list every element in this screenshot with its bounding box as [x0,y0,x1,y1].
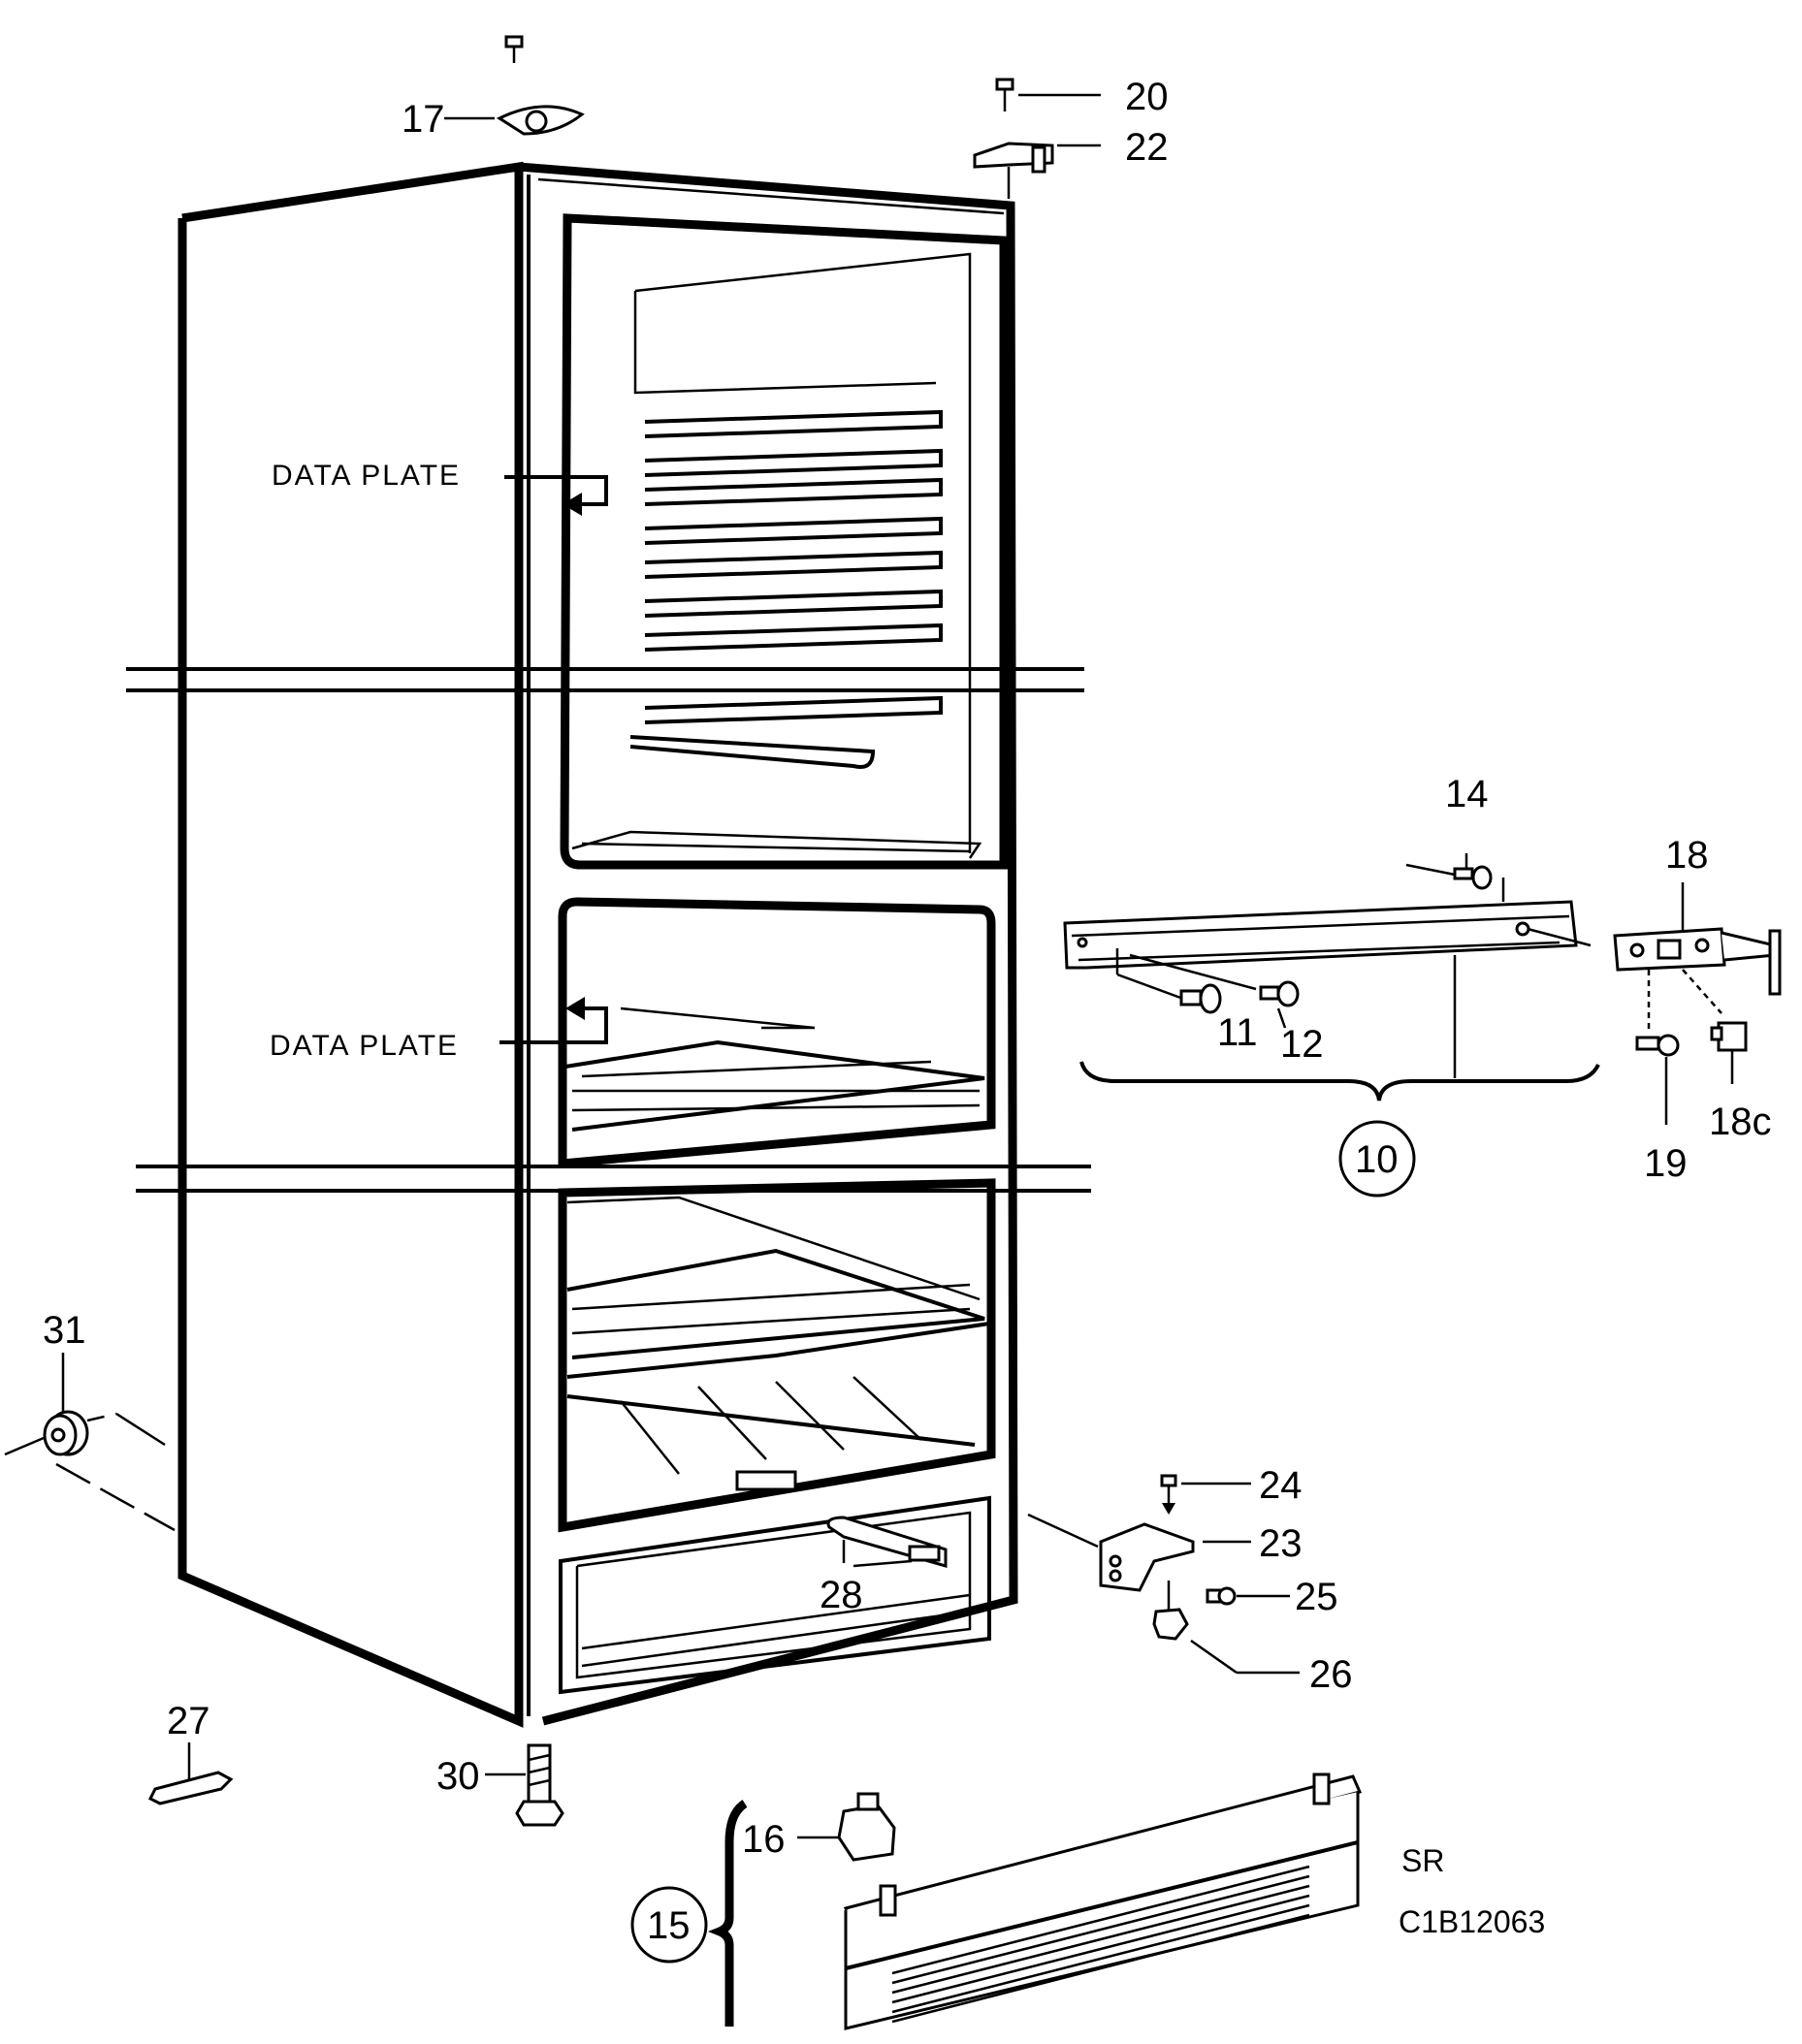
label-20: 20 [1125,76,1169,118]
part-12-screw [1129,953,1300,1029]
data-plate-label-upper: DATA PLATE [272,460,461,492]
label-31: 31 [43,1309,86,1352]
part-27-wrench [147,1742,234,1805]
part-16-clip [797,1792,896,1862]
part-18-door-hinge [1613,882,1782,1033]
part-28-drawer-slide [826,1516,948,1568]
data-plate-arrows [499,475,608,1044]
label-23: 23 [1259,1522,1303,1565]
part-11-screw [1115,948,1222,1014]
part-31-wheel [4,1353,176,1532]
part-19-screw [1635,1034,1680,1125]
part-15-kick-plate-grille [707,1773,1363,2030]
part-14-pin [1405,853,1493,890]
label-14: 14 [1445,773,1489,815]
label-17: 17 [402,98,445,141]
label-27: 27 [167,1700,210,1742]
label-11: 11 [1217,1011,1258,1054]
part-22-hinge-bracket [973,142,1101,199]
sr-label: SR [1401,1843,1444,1878]
callout-10-circle [1338,1120,1416,1198]
part-10-brace [1079,955,1600,1102]
lower-wire-shelves [566,1196,990,1491]
label-22: 22 [1125,126,1169,169]
label-26: 26 [1309,1653,1353,1696]
label-18c: 18c [1709,1101,1772,1143]
part-30-leveling-foot [485,1743,564,1827]
label-28: 28 [820,1574,863,1616]
part-23-lower-hinge [1027,1513,1251,1592]
part-20-screw [995,78,1101,112]
part-26-nut [1152,1581,1300,1675]
middle-wire-shelves [564,1006,985,1132]
part-25-screw [1206,1586,1290,1606]
label-19: 19 [1644,1142,1688,1185]
diagram-code: C1B12063 [1399,1904,1545,1939]
upper-wire-shelf [571,830,982,859]
callout-15-circle [630,1886,708,1964]
label-25: 25 [1295,1576,1338,1618]
part-10-handle-bar [1063,878,1592,970]
data-plate-label-lower: DATA PLATE [270,1030,459,1062]
label-15: 15 [647,1904,691,1947]
label-12: 12 [1280,1023,1324,1066]
part-17-top-hinge-cap [444,35,585,136]
label-30: 30 [436,1755,480,1798]
label-18: 18 [1665,834,1709,877]
label-10: 10 [1355,1138,1399,1181]
cabinet-body [126,161,1091,1728]
label-16: 16 [742,1818,786,1861]
upper-door-shelves [629,409,943,769]
part-18c-clip [1710,1021,1748,1084]
label-24: 24 [1259,1464,1303,1507]
part-24-bolt [1160,1474,1251,1515]
